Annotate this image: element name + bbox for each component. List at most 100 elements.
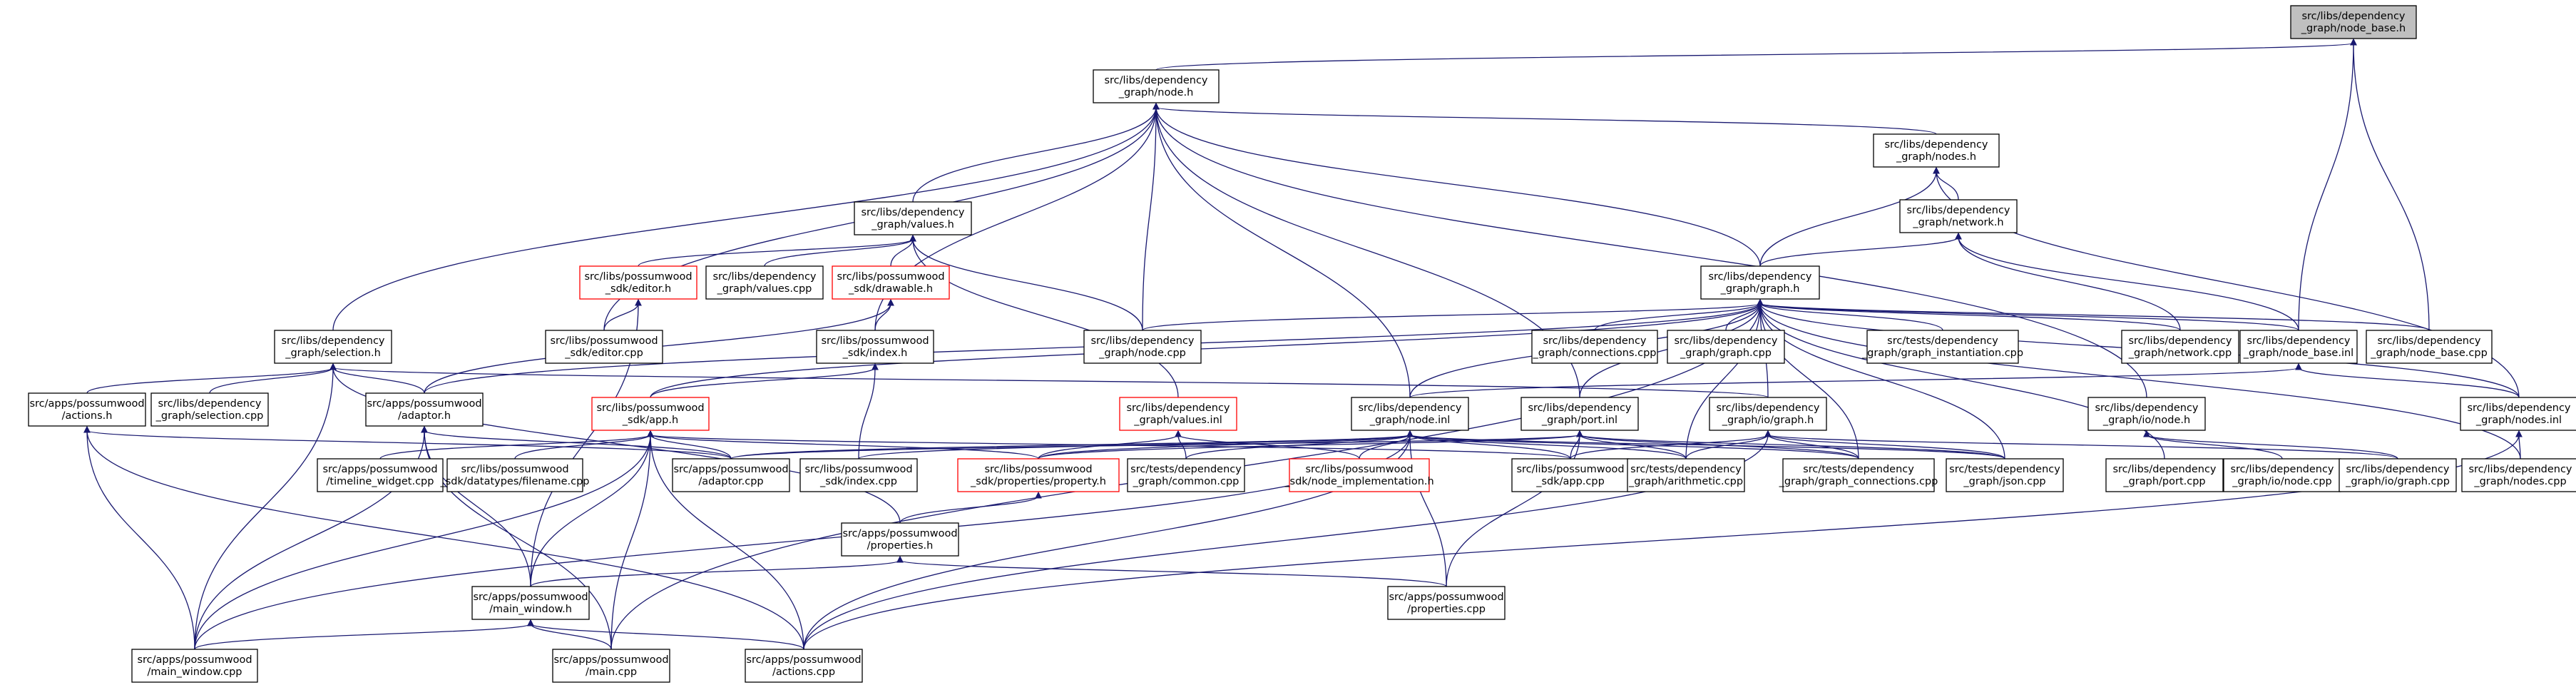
node-box[interactable]: [1899, 199, 2018, 233]
node-box[interactable]: [552, 649, 670, 683]
graph-node-port-cpp[interactable]: src/libs/dependency_graph/port.cpp: [2105, 458, 2224, 492]
graph-node-nodes-inl[interactable]: src/libs/dependency_graph/nodes.inl: [2460, 397, 2576, 431]
node-box[interactable]: [1387, 586, 1506, 620]
node-box[interactable]: [1093, 69, 1220, 103]
graph-node-network-h[interactable]: src/libs/dependency_graph/network.h: [1899, 199, 2018, 233]
graph-node-timeline-widget-cpp[interactable]: src/apps/possumwood/timeline_widget.cpp: [317, 458, 444, 492]
graph-node-adaptor-h[interactable]: src/apps/possumwood/adaptor.h: [365, 392, 484, 427]
node-box[interactable]: [1667, 330, 1785, 364]
graph-node-node-h[interactable]: src/libs/dependency_graph/node.h: [1093, 69, 1220, 103]
graph-node-nodes-h[interactable]: src/libs/dependency_graph/nodes.h: [1873, 133, 2000, 168]
graph-node-values-h[interactable]: src/libs/dependency_graph/values.h: [854, 201, 972, 235]
node-box[interactable]: [672, 458, 790, 492]
node-box[interactable]: [545, 330, 663, 364]
node-box[interactable]: [446, 458, 583, 492]
graph-node-property-h[interactable]: src/libs/possumwood_sdk/properties/prope…: [957, 458, 1120, 492]
node-box[interactable]: [1782, 458, 1935, 492]
graph-node-sdk-drawable-h[interactable]: src/libs/possumwood_sdk/drawable.h: [832, 265, 950, 300]
graph-node-properties-cpp[interactable]: src/apps/possumwood/properties.cpp: [1387, 586, 1506, 620]
node-box[interactable]: [1946, 458, 2064, 492]
graph-node-node-base-cpp[interactable]: src/libs/dependency_graph/node_base.cpp: [2366, 330, 2493, 364]
graph-node-sdk-editor-cpp[interactable]: src/libs/possumwood_sdk/editor.cpp: [545, 330, 663, 364]
node-box[interactable]: [2460, 397, 2576, 431]
node-box[interactable]: [150, 392, 269, 427]
graph-node-selection-cpp[interactable]: src/libs/dependency_graph/selection.cpp: [150, 392, 269, 427]
graph-node-node-base-h[interactable]: src/libs/dependency_graph/node_base.h: [2290, 5, 2417, 39]
graph-node-graph-instantiation-cpp[interactable]: src/tests/dependency_graph/graph_instant…: [1861, 330, 2023, 364]
node-box[interactable]: [365, 392, 484, 427]
graph-node-actions-cpp[interactable]: src/apps/possumwood/actions.cpp: [745, 649, 863, 683]
node-box[interactable]: [131, 649, 258, 683]
node-box[interactable]: [854, 201, 972, 235]
node-box[interactable]: [2290, 5, 2417, 39]
node-box[interactable]: [841, 522, 959, 557]
node-box[interactable]: [832, 265, 950, 300]
graph-node-actions-h[interactable]: src/apps/possumwood/actions.h: [28, 392, 146, 427]
graph-node-sdk-app-cpp[interactable]: src/libs/possumwood_sdk/app.cpp: [1511, 458, 1630, 492]
graph-node-values-inl[interactable]: src/libs/dependency_graph/values.inl: [1119, 397, 1237, 431]
node-box[interactable]: [705, 265, 824, 300]
node-box[interactable]: [2105, 458, 2224, 492]
node-box[interactable]: [1289, 458, 1430, 492]
graph-node-values-cpp[interactable]: src/libs/dependency_graph/values.cpp: [705, 265, 824, 300]
node-box[interactable]: [471, 586, 590, 620]
graph-node-node-base-inl[interactable]: src/libs/dependency_graph/node_base.inl: [2239, 330, 2358, 364]
graph-node-graph-connections-cpp[interactable]: src/tests/dependency_graph/graph_connect…: [1779, 458, 1938, 492]
graph-node-node-implementation-h[interactable]: src/libs/possumwood_sdk/node_implementat…: [1284, 458, 1434, 492]
node-box[interactable]: [2223, 458, 2341, 492]
node-box[interactable]: [745, 649, 863, 683]
node-box[interactable]: [1873, 133, 2000, 168]
node-box[interactable]: [579, 265, 697, 300]
graph-node-network-cpp[interactable]: src/libs/dependency_graph/network.cpp: [2121, 330, 2239, 364]
graph-node-io-node-cpp[interactable]: src/libs/dependency_graph/io/node.cpp: [2223, 458, 2341, 492]
graph-node-port-inl[interactable]: src/libs/dependency_graph/port.inl: [1520, 397, 1639, 431]
node-box[interactable]: [2121, 330, 2239, 364]
node-box[interactable]: [1351, 397, 1469, 431]
graph-node-io-graph-h[interactable]: src/libs/dependency_graph/io/graph.h: [1709, 397, 1827, 431]
graph-node-graph-cpp[interactable]: src/libs/dependency_graph/graph.cpp: [1667, 330, 1785, 364]
node-box[interactable]: [2087, 397, 2206, 431]
graph-node-nodes-cpp[interactable]: src/libs/dependency_graph/nodes.cpp: [2461, 458, 2576, 492]
graph-node-io-node-h[interactable]: src/libs/dependency_graph/io/node.h: [2087, 397, 2206, 431]
node-box[interactable]: [1119, 397, 1237, 431]
node-box[interactable]: [1531, 330, 1658, 364]
graph-node-tests-common-cpp[interactable]: src/tests/dependency_graph/common.cpp: [1127, 458, 1245, 492]
node-box[interactable]: [2366, 330, 2493, 364]
graph-node-adaptor-cpp[interactable]: src/apps/possumwood/adaptor.cpp: [672, 458, 790, 492]
node-box[interactable]: [317, 458, 444, 492]
node-box[interactable]: [2461, 458, 2576, 492]
graph-node-selection-h[interactable]: src/libs/dependency_graph/selection.h: [274, 330, 392, 364]
graph-node-json-cpp[interactable]: src/tests/dependency_graph/json.cpp: [1946, 458, 2064, 492]
node-box[interactable]: [1511, 458, 1630, 492]
graph-node-properties-h[interactable]: src/apps/possumwood/properties.h: [841, 522, 959, 557]
graph-node-main-window-cpp[interactable]: src/apps/possumwood/main_window.cpp: [131, 649, 258, 683]
graph-node-node-inl[interactable]: src/libs/dependency_graph/node.inl: [1351, 397, 1469, 431]
graph-node-main-cpp[interactable]: src/apps/possumwood/main.cpp: [552, 649, 670, 683]
node-box[interactable]: [816, 330, 934, 364]
graph-node-io-graph-cpp[interactable]: src/libs/dependency_graph/io/graph.cpp: [2339, 458, 2457, 492]
node-box[interactable]: [1520, 397, 1639, 431]
node-box[interactable]: [1627, 458, 1745, 492]
node-box[interactable]: [957, 458, 1120, 492]
node-box[interactable]: [1083, 330, 1202, 364]
node-box[interactable]: [28, 392, 146, 427]
node-box[interactable]: [591, 397, 710, 431]
graph-node-sdk-index-h[interactable]: src/libs/possumwood_sdk/index.h: [816, 330, 934, 364]
graph-node-sdk-index-cpp[interactable]: src/libs/possumwood_sdk/index.cpp: [799, 458, 918, 492]
node-box[interactable]: [2339, 458, 2457, 492]
node-box[interactable]: [2239, 330, 2358, 364]
graph-node-sdk-app-h[interactable]: src/libs/possumwood_sdk/app.h: [591, 397, 710, 431]
graph-node-arithmetic-cpp[interactable]: src/tests/dependency_graph/arithmetic.cp…: [1627, 458, 1745, 492]
graph-node-connections-cpp[interactable]: src/libs/dependency_graph/connections.cp…: [1531, 330, 1658, 364]
graph-node-filename-cpp[interactable]: src/libs/possumwood_sdk/datatypes/filena…: [440, 458, 590, 492]
node-box[interactable]: [274, 330, 392, 364]
graph-node-graph-h[interactable]: src/libs/dependency_graph/graph.h: [1700, 265, 1820, 300]
graph-node-node-cpp[interactable]: src/libs/dependency_graph/node.cpp: [1083, 330, 1202, 364]
node-box[interactable]: [1709, 397, 1827, 431]
node-box[interactable]: [1700, 265, 1820, 300]
graph-node-sdk-editor-h[interactable]: src/libs/possumwood_sdk/editor.h: [579, 265, 697, 300]
node-box[interactable]: [1127, 458, 1245, 492]
graph-node-main-window-h[interactable]: src/apps/possumwood/main_window.h: [471, 586, 590, 620]
node-box[interactable]: [799, 458, 918, 492]
node-box[interactable]: [1866, 330, 2019, 364]
